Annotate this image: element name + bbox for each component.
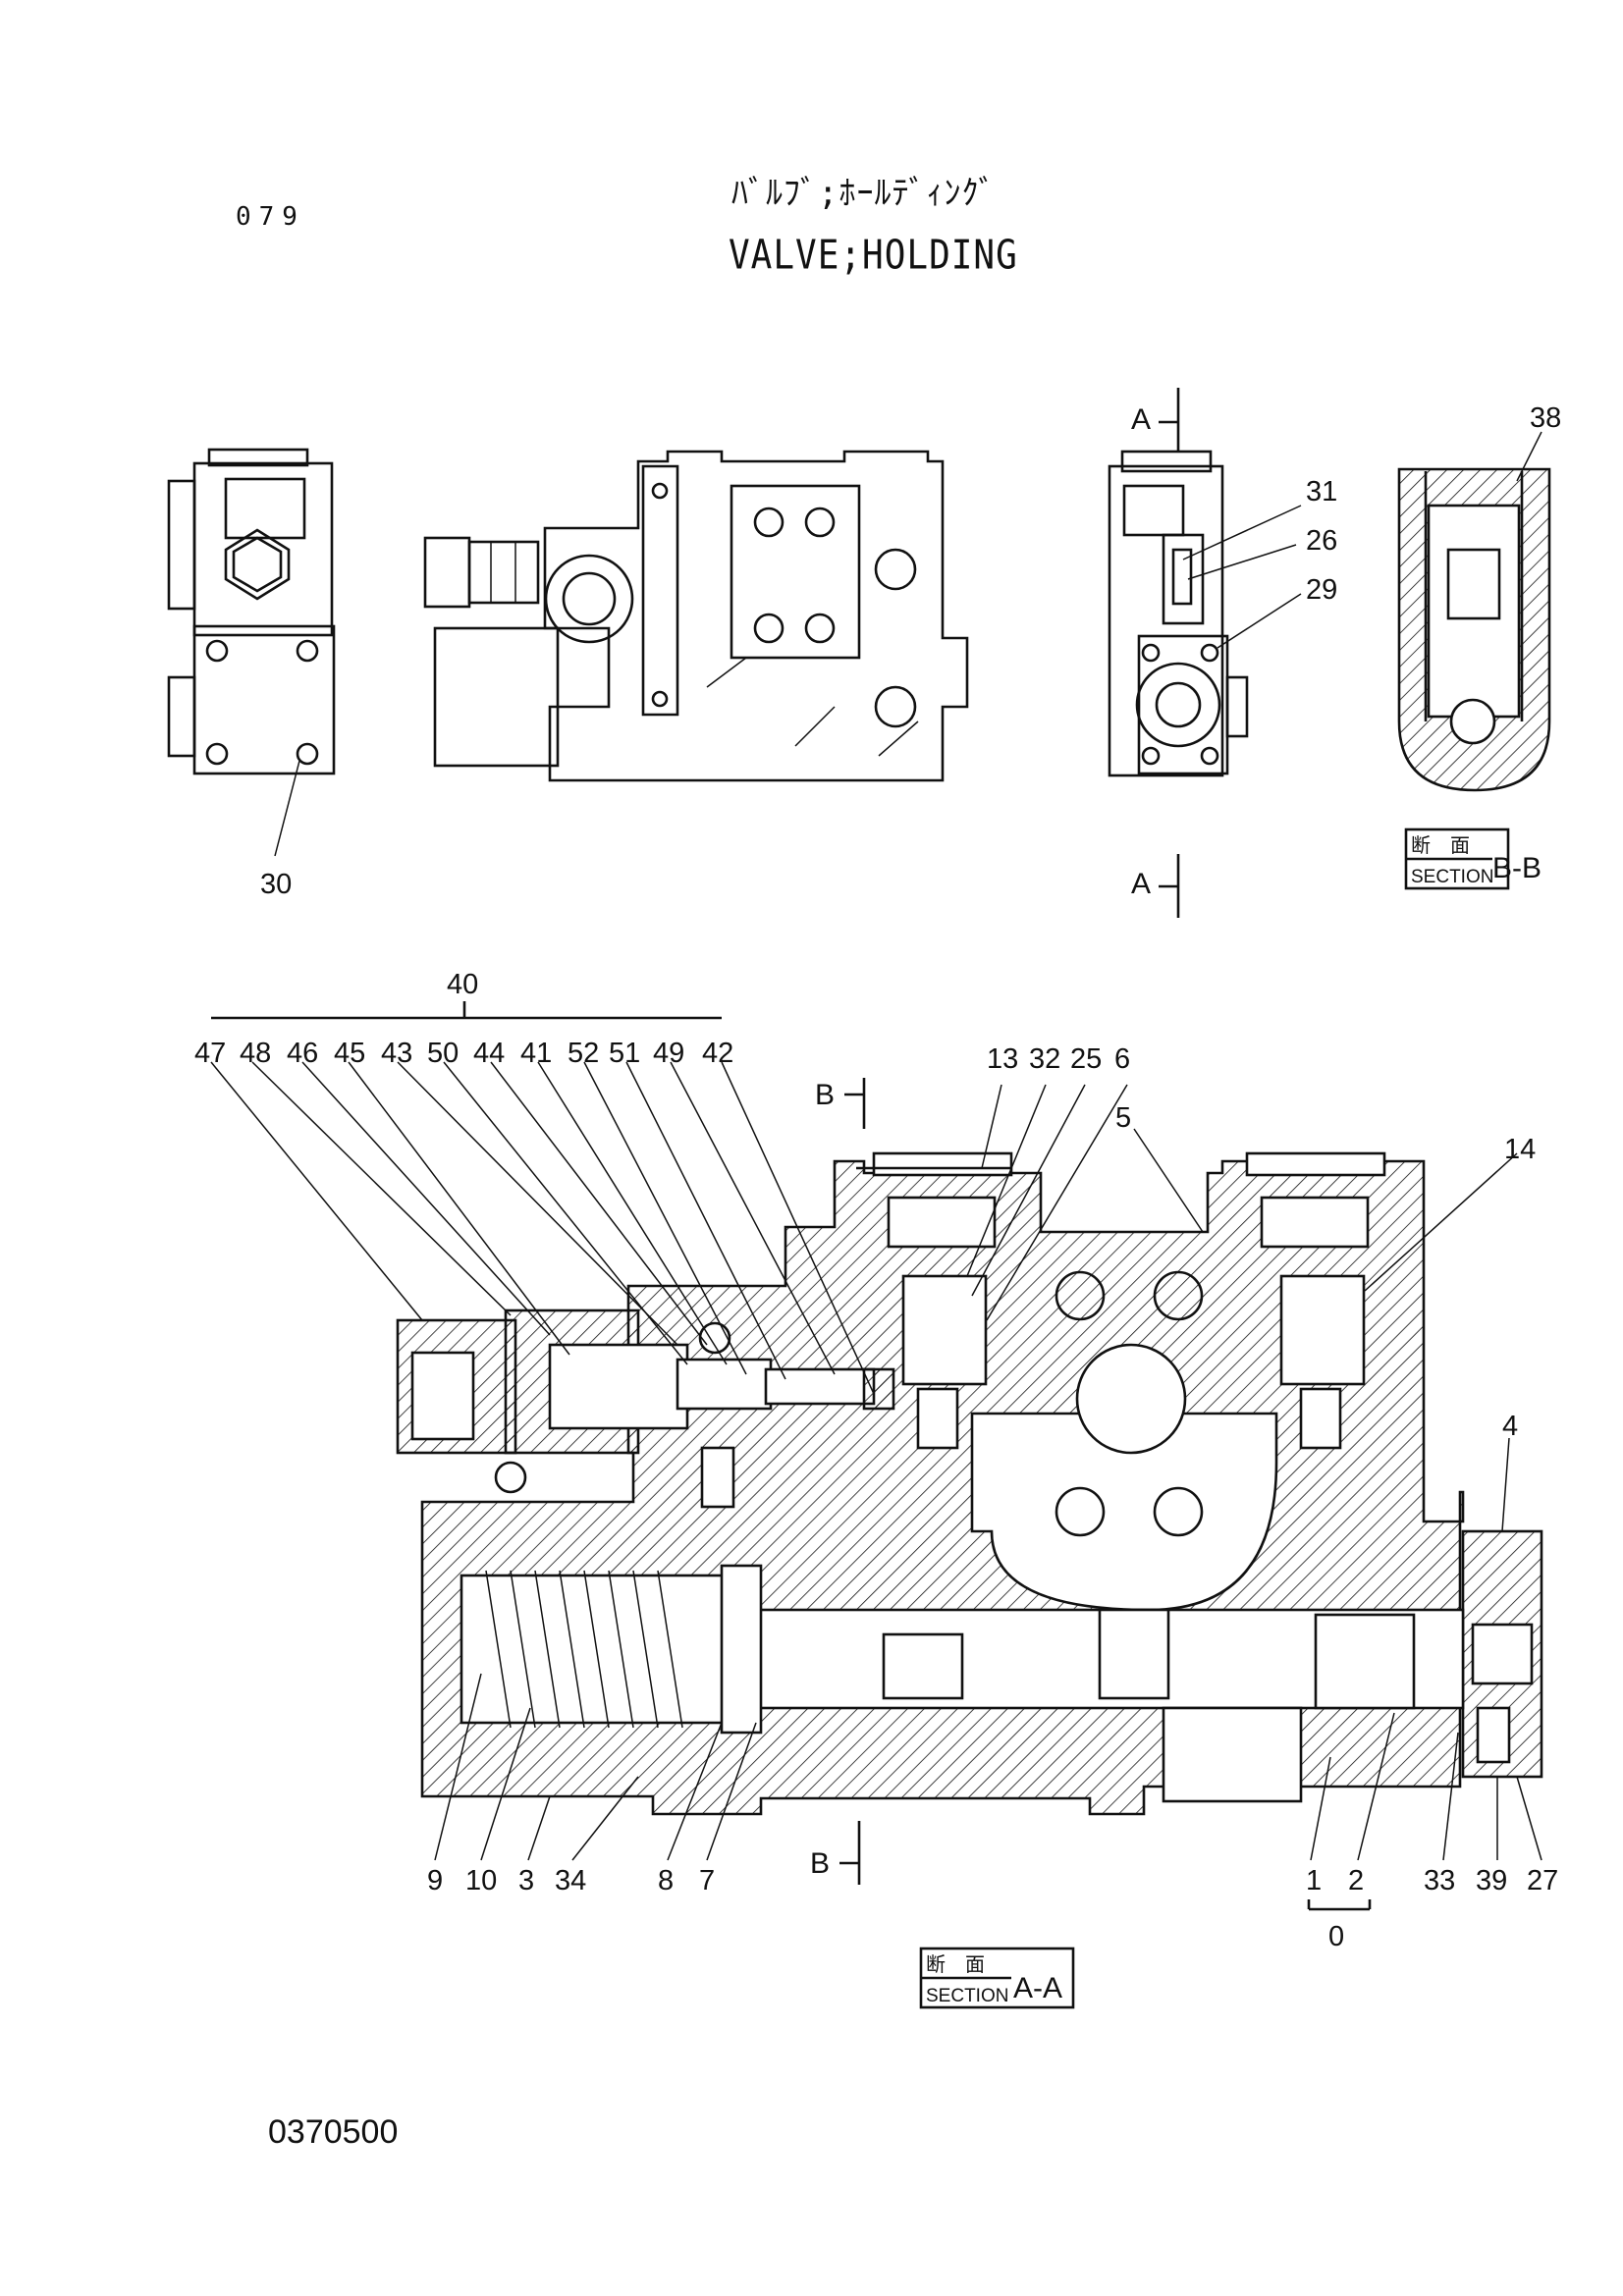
callout-43: 43 xyxy=(381,1038,412,1069)
callout-32: 32 xyxy=(1029,1043,1060,1075)
callout-1: 1 xyxy=(1306,1865,1322,1896)
drawing-number: 0370500 xyxy=(268,2113,399,2151)
callout-51: 51 xyxy=(609,1038,640,1069)
callout-29: 29 xyxy=(1306,574,1337,606)
title-english: VALVE;HOLDING xyxy=(729,232,1018,279)
callout-27: 27 xyxy=(1527,1865,1558,1896)
front-view xyxy=(423,450,969,782)
callout-5: 5 xyxy=(1115,1102,1131,1134)
callout-48: 48 xyxy=(240,1038,271,1069)
callout-46: 46 xyxy=(287,1038,318,1069)
callout-10: 10 xyxy=(465,1865,497,1896)
svg-text:SECTION: SECTION xyxy=(926,1986,1008,2006)
callout-50: 50 xyxy=(427,1038,459,1069)
callout-34: 34 xyxy=(555,1865,586,1896)
section-b-cut-label-top: B xyxy=(815,1079,835,1111)
svg-text:断 面: 断 面 xyxy=(926,1952,985,1976)
callout-9: 9 xyxy=(427,1865,443,1896)
callout-31: 31 xyxy=(1306,476,1337,507)
section-b-cut-label-bottom: B xyxy=(810,1847,830,1880)
callout-40: 40 xyxy=(447,969,478,1000)
callout-44: 44 xyxy=(473,1038,505,1069)
svg-text:B-B: B-B xyxy=(1492,852,1542,884)
callout-47: 47 xyxy=(194,1038,226,1069)
callout-7: 7 xyxy=(699,1865,715,1896)
callout-13: 13 xyxy=(987,1043,1018,1075)
svg-text:SECTION: SECTION xyxy=(1411,867,1493,887)
callout-4: 4 xyxy=(1502,1411,1518,1442)
section-aa-view: B B 断 面 SECTION A-A xyxy=(210,1001,1543,2009)
callout-33: 33 xyxy=(1424,1865,1455,1896)
callout-0: 0 xyxy=(1328,1921,1344,1952)
callout-26: 26 xyxy=(1306,525,1337,557)
end-view: A A xyxy=(1108,388,1302,918)
callout-38: 38 xyxy=(1530,402,1561,434)
callout-30: 30 xyxy=(260,869,292,900)
callout-42: 42 xyxy=(702,1038,733,1069)
callout-25: 25 xyxy=(1070,1043,1102,1075)
page-number: 079 xyxy=(236,202,305,232)
svg-text:断 面: 断 面 xyxy=(1411,833,1470,857)
section-a-cut-label-bottom: A xyxy=(1131,868,1151,900)
callout-3: 3 xyxy=(518,1865,534,1896)
callout-6: 6 xyxy=(1114,1043,1130,1075)
section-aa-label: 断 面 SECTION A-A xyxy=(919,1947,1075,2009)
svg-text:A-A: A-A xyxy=(1013,1972,1062,2004)
callout-41: 41 xyxy=(520,1038,552,1069)
section-a-cut-label-top: A xyxy=(1131,403,1151,436)
callout-45: 45 xyxy=(334,1038,365,1069)
callout-labels: 40 47 48 46 45 43 50 44 41 52 51 49 42 1… xyxy=(194,402,1561,1952)
callout-49: 49 xyxy=(653,1038,684,1069)
callout-52: 52 xyxy=(568,1038,599,1069)
section-bb-view: 断 面 SECTION B-B xyxy=(1397,431,1551,890)
title-japanese: ﾊﾞﾙﾌﾞ;ﾎｰﾙﾃﾞｨﾝｸﾞ xyxy=(731,174,997,213)
callout-8: 8 xyxy=(658,1865,674,1896)
callout-14: 14 xyxy=(1504,1134,1536,1165)
callout-2: 2 xyxy=(1348,1865,1364,1896)
section-bb-label: 断 面 SECTION B-B xyxy=(1404,828,1542,890)
side-view-left xyxy=(167,448,336,857)
callout-39: 39 xyxy=(1476,1865,1507,1896)
